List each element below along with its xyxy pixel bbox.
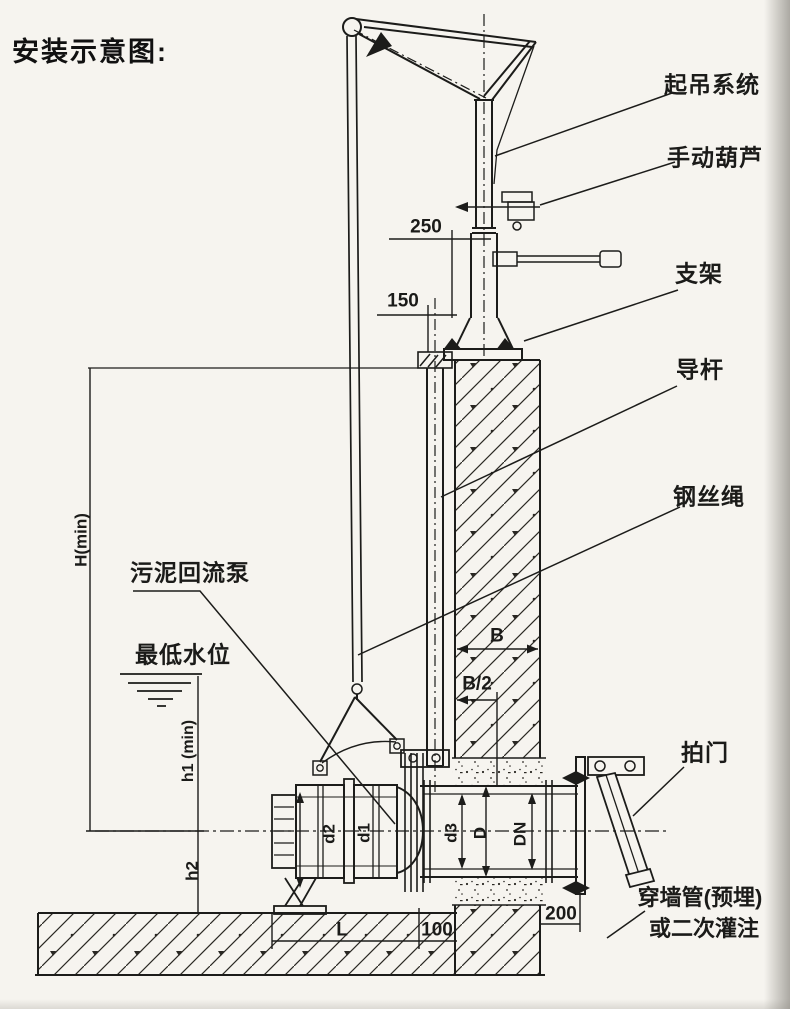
label-lifting-system: 起吊系统 <box>664 71 760 98</box>
lifting-system <box>342 14 537 695</box>
label-flap-valve: 拍门 <box>681 739 729 766</box>
marker-diamond-top-icon <box>562 771 590 785</box>
label-pump: 污泥回流泵 <box>130 559 250 586</box>
tank-floor <box>39 914 457 975</box>
page-title: 安装示意图: <box>12 37 168 67</box>
dim-d1: d1 <box>354 823 374 843</box>
concrete-wall <box>35 359 546 976</box>
leader-lifting-system <box>494 92 673 157</box>
leader-wire-rope <box>357 506 681 656</box>
pulley-icon <box>342 17 362 37</box>
manual-hoist <box>455 191 622 268</box>
dim-D: D <box>470 826 490 840</box>
dim-B: B <box>490 625 504 647</box>
dim-150: 150 <box>387 290 419 312</box>
leader-flap-valve <box>632 766 685 817</box>
label-guide-rod: 导杆 <box>676 356 724 383</box>
flap-valve <box>587 756 656 889</box>
dim-200: 200 <box>545 903 577 925</box>
dimension-lines <box>86 230 668 949</box>
support-bracket <box>443 317 523 361</box>
suction-dome <box>396 785 425 875</box>
grout-band-top <box>452 758 546 787</box>
label-wire-rope: 钢丝绳 <box>673 483 745 510</box>
dim-L: L <box>336 919 348 941</box>
leader-wall-pipe <box>606 910 646 939</box>
marker-diamond-bottom-icon <box>562 881 590 895</box>
leader-manual-hoist <box>539 161 676 206</box>
dim-250-line <box>389 230 491 318</box>
water-level-icon <box>120 673 202 707</box>
label-wall-pipe-2: 或二次灌注 <box>648 916 760 941</box>
label-lowest-water-level: 最低水位 <box>135 641 231 668</box>
dim-h2: h2 <box>182 861 202 881</box>
grout-band-bottom <box>452 877 546 906</box>
label-wall-pipe-1: 穿墙管(预埋) <box>637 885 763 910</box>
dim-d2: d2 <box>319 824 339 844</box>
dim-DN: DN <box>510 821 530 847</box>
wire-rope <box>346 35 363 683</box>
boom-arrow-icon <box>366 32 392 57</box>
label-manual-hoist: 手动葫芦 <box>667 144 763 171</box>
hook-icon <box>351 683 363 695</box>
dim-B2: B/2 <box>462 673 492 695</box>
dim-100: 100 <box>421 919 453 941</box>
leader-pump <box>133 590 396 825</box>
dim-150-line <box>377 305 457 352</box>
dim-h1-min: h1 (min) <box>180 719 197 783</box>
dim-H-min: H(min) <box>71 513 91 567</box>
leader-guide-rod <box>440 385 678 498</box>
crank-rod <box>517 255 600 263</box>
dim-L-100-line <box>271 908 457 949</box>
guide-claw <box>404 753 424 892</box>
dim-d3: d3 <box>441 823 461 843</box>
guide-rod <box>417 298 453 792</box>
label-bracket: 支架 <box>675 260 723 287</box>
dim-250: 250 <box>410 216 442 238</box>
wall-pipe <box>420 756 656 895</box>
dim-200-line <box>540 893 581 932</box>
leader-lines <box>133 92 685 939</box>
leader-bracket <box>523 289 679 342</box>
